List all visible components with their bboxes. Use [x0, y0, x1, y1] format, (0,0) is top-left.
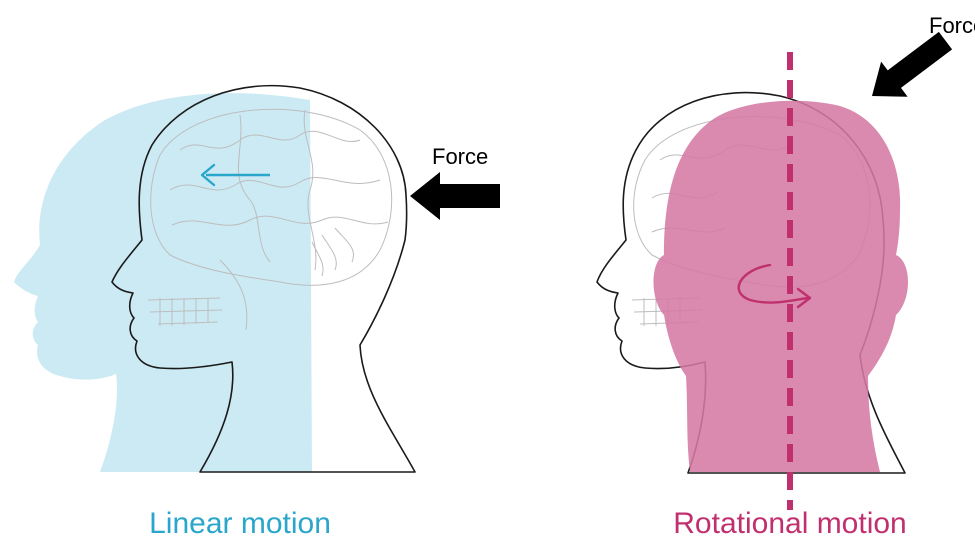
rotational-motion-caption: Rotational motion [673, 507, 906, 540]
linear-force-label: Force [432, 144, 488, 169]
linear-motion-caption: Linear motion [149, 507, 331, 540]
linear-motion-panel: Force Linear motion [14, 86, 500, 540]
rotational-motion-panel: Force Rotational motion [597, 13, 975, 540]
black-arrow-icon [410, 172, 500, 220]
rotational-head-ghost [654, 101, 909, 472]
rotational-force-label: Force [929, 13, 975, 38]
